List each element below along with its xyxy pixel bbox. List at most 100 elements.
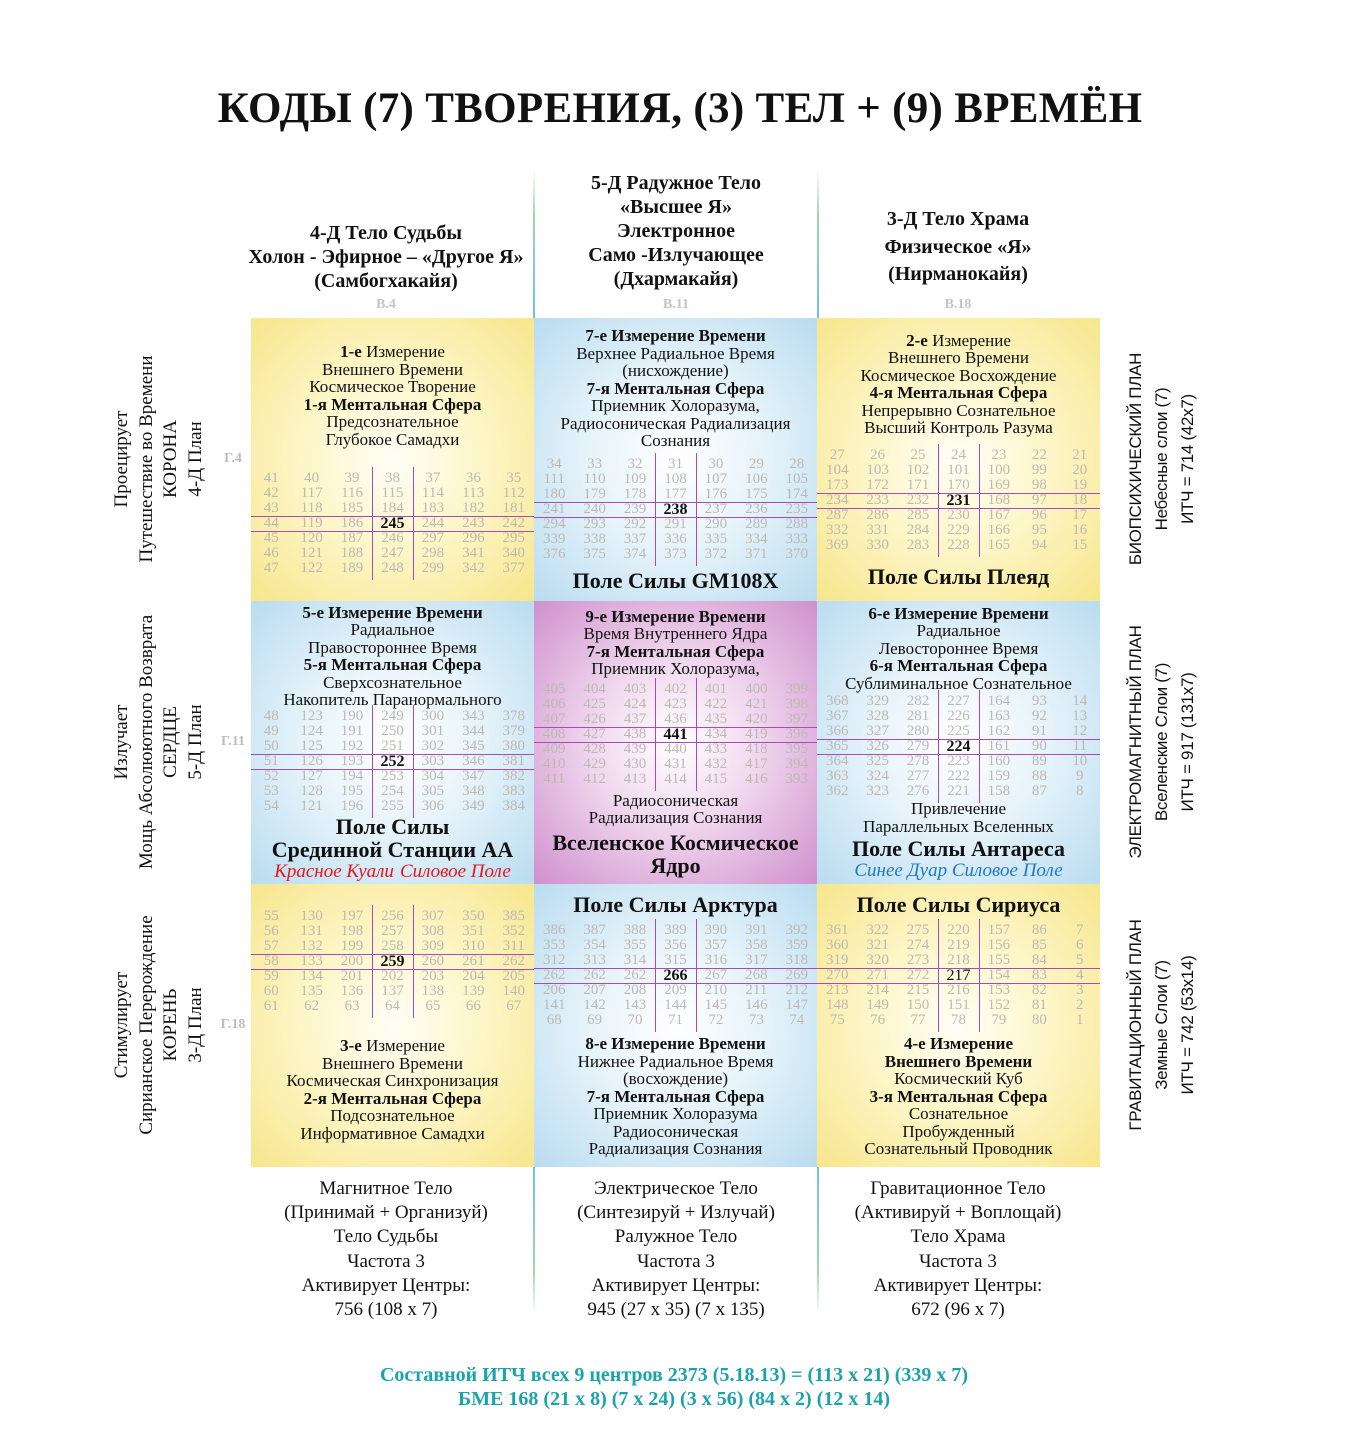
grid-cell: 17 <box>1072 507 1088 523</box>
grid-cell: 416 <box>745 771 768 788</box>
text-line: Верхнее Радиальное Время <box>534 344 817 363</box>
grid-cell: 38 <box>384 470 400 486</box>
grid-cell: 318 <box>785 952 808 969</box>
grid-cell: 251 <box>381 738 404 754</box>
grid-cell: 372 <box>704 545 728 562</box>
text-content: 8-е Измерение Времени <box>585 1034 766 1054</box>
grid-cell: 376 <box>542 545 566 562</box>
row-header-line: 4-Д План <box>184 421 206 497</box>
grid-cell: 168 <box>987 492 1011 508</box>
grid-cell: 18 <box>1072 492 1088 508</box>
text-content: Срединной Станции АА <box>271 836 514 862</box>
grid-cell: 111 <box>543 470 565 487</box>
grid-cell: 42 <box>263 485 279 501</box>
grid-axis-line <box>251 769 534 771</box>
grid-cell: 385 <box>502 908 525 924</box>
grid-cell: 75 <box>829 1012 845 1029</box>
text-content: Накопитель Паранормального <box>283 690 502 709</box>
text-line: Приемник Холоразума <box>534 1105 817 1123</box>
text-content: 7-е Измерение Времени <box>585 326 766 346</box>
grid-cell: 432 <box>704 756 728 773</box>
block-text: Поле Силы GM108X <box>534 569 817 592</box>
grid-cell: 371 <box>745 545 768 562</box>
text-content: 3-я Ментальная Сфера <box>869 1086 1048 1106</box>
text-content: Радиосоническая Радиализация <box>560 413 791 433</box>
grid-cell: 139 <box>462 983 485 999</box>
grid-cell: 236 <box>745 500 768 517</box>
grid-cell: 207 <box>583 982 606 999</box>
block-text: Поле Силы Арктура <box>534 893 817 916</box>
grid-cell: 163 <box>987 707 1011 724</box>
column-header-line: (Дхармакайя) <box>613 268 739 290</box>
grid-cell: 176 <box>704 485 728 502</box>
body-caption: Гравитационное Тело(Активируй + Воплощай… <box>818 1177 1098 1322</box>
grid-cell: 204 <box>462 968 485 984</box>
grid-cell: 95 <box>1031 522 1047 538</box>
grid-cell: 131 <box>300 923 323 939</box>
grid-cell: 360 <box>825 937 849 954</box>
grid-axis-line <box>412 905 414 1018</box>
grid-cell: 206 <box>542 982 566 999</box>
grid-cell: 417 <box>745 756 768 773</box>
column-code: В.4 <box>376 297 396 312</box>
grid-cell: 195 <box>340 783 364 799</box>
grid-cell: 326 <box>866 737 889 754</box>
text-content: Левостороннее Время <box>878 638 1039 658</box>
plane-label-line: БИОПСИХИЧЕСКИЙ ПЛАН <box>1126 352 1145 566</box>
grid-cell: 267 <box>704 967 728 984</box>
grid-cell: 296 <box>462 530 485 546</box>
grid-cell: 138 <box>421 983 445 999</box>
grid-cell: 104 <box>825 462 849 478</box>
grid-cell: 110 <box>583 470 606 487</box>
grid-cell: 347 <box>462 768 485 784</box>
plane-label-line: Небесные слои (7) <box>1152 387 1171 531</box>
text-content: (восхождение) <box>622 1069 729 1089</box>
grid-cell: 328 <box>866 707 889 724</box>
grid-cell: 413 <box>623 771 647 788</box>
text-content: Сознательный Проводник <box>864 1139 1053 1159</box>
grid-cell: 370 <box>785 545 808 562</box>
center-number: 238 <box>663 500 688 518</box>
body-caption-line: Частота 3 <box>637 1250 715 1272</box>
body-caption-line: Ралужное Тело <box>614 1226 738 1248</box>
text-bold-prefix: 3-е <box>340 1036 362 1055</box>
grid-cell: 389 <box>664 922 687 939</box>
column-divider <box>533 1166 535 1316</box>
text-line: Сублиминальное Сознательное <box>817 674 1100 693</box>
text-line: Приемник Холоразума, <box>534 660 817 678</box>
grid-cell: 249 <box>381 708 404 724</box>
grid-cell: 77 <box>910 1012 926 1029</box>
grid-cell: 240 <box>583 500 606 517</box>
grid-cell: 421 <box>745 696 768 713</box>
grid-cell: 132 <box>300 938 323 954</box>
grid-cell: 97 <box>1031 492 1047 508</box>
grid-cell: 254 <box>381 783 404 799</box>
grid-cell: 175 <box>745 485 768 502</box>
column-header-line: (Самбогхакайя) <box>314 270 458 292</box>
grid-cell: 37 <box>425 470 441 486</box>
text-line: 8-е Измерение Времени <box>534 1035 817 1053</box>
grid-cell: 184 <box>381 500 404 516</box>
grid-cell: 393 <box>785 771 808 788</box>
grid-cell: 365 <box>825 737 849 754</box>
center-number: 441 <box>663 726 688 744</box>
grid-cell: 48 <box>263 708 279 724</box>
column-header-line: Физическое «Я» <box>884 235 1032 258</box>
grid-cell: 403 <box>623 681 647 698</box>
grid-cell: 24 <box>950 447 966 463</box>
plane-label-line: ИТЧ = 714 (42x7) <box>1178 394 1197 524</box>
grid-cell: 124 <box>300 723 323 739</box>
grid-axis-line <box>251 954 534 956</box>
grid-axis-line <box>978 689 980 803</box>
text-content: Космическая Синхронизация <box>286 1071 499 1090</box>
row-header-line: Путешествие во Времени <box>135 355 157 563</box>
grid-cell: 338 <box>583 530 606 547</box>
grid-cell: 117 <box>300 485 323 501</box>
grid-cell: 3 <box>1075 982 1084 999</box>
grid-cell: 158 <box>987 782 1011 799</box>
grid-cell: 134 <box>300 968 323 984</box>
